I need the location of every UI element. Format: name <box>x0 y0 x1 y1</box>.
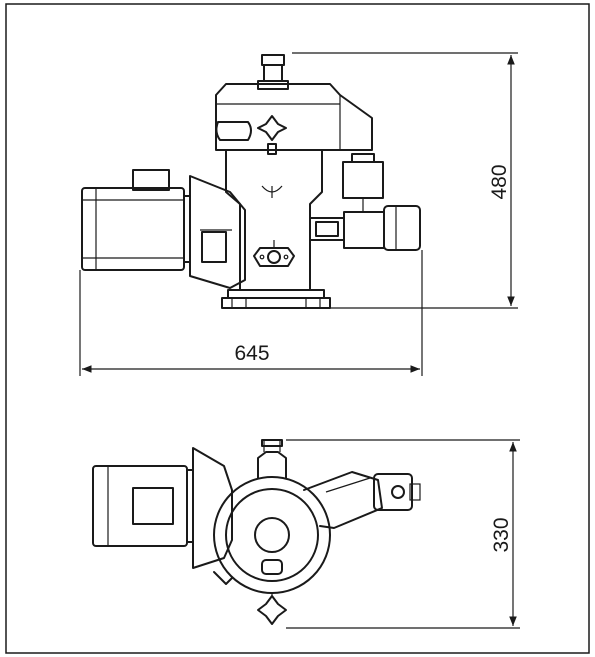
motor-top <box>92 465 194 547</box>
frame-body <box>225 149 323 291</box>
depth-label: 330 <box>490 517 513 552</box>
outlet-spout <box>215 121 252 141</box>
depth-dimension: 330 <box>286 439 520 629</box>
width-dimension: 645 <box>79 250 423 376</box>
bell-housing <box>189 175 246 289</box>
side-view <box>81 54 421 309</box>
height-label: 480 <box>488 164 511 199</box>
sight-glass <box>253 247 295 267</box>
star-handle <box>257 115 287 141</box>
height-dimension: 480 <box>292 52 518 309</box>
pump-arm-top <box>303 471 383 529</box>
width-label: 645 <box>234 342 269 365</box>
motor <box>81 169 191 271</box>
star-handle-top <box>257 595 287 625</box>
pump-assembly <box>309 153 421 251</box>
top-view <box>92 439 421 625</box>
bell-housing-top <box>192 447 233 569</box>
sheet-border <box>5 3 590 654</box>
base <box>221 289 331 309</box>
